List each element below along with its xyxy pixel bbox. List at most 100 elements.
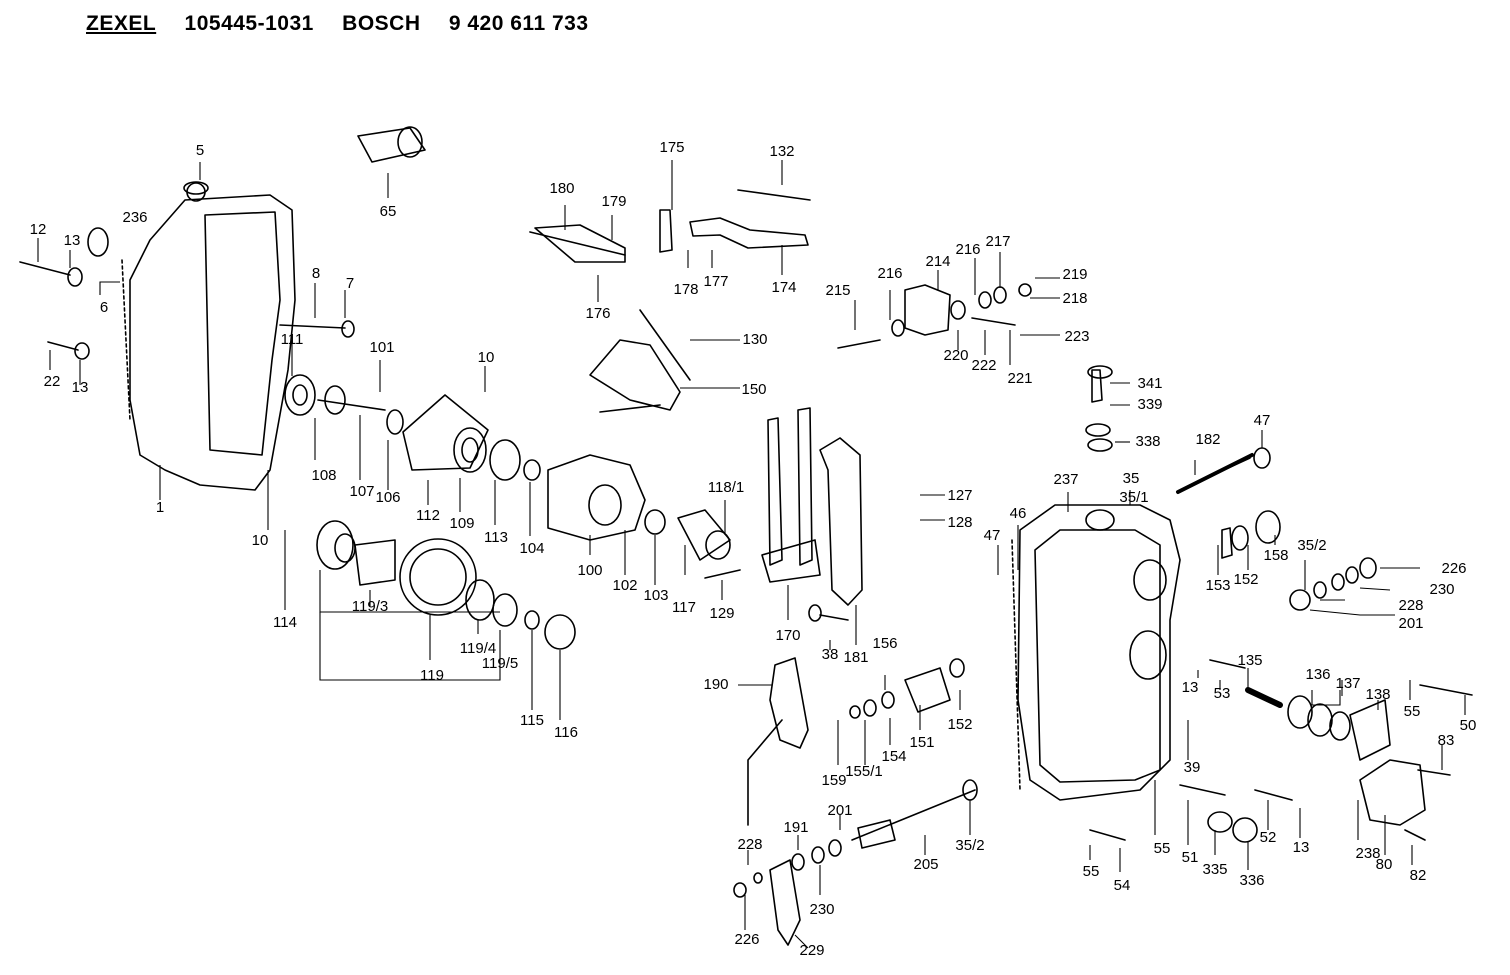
callout-label: 119/3 (352, 598, 388, 615)
callout-label: 55 (1083, 863, 1100, 880)
callout-label: 13 (72, 379, 89, 396)
callout-label: 175 (659, 139, 684, 156)
header-oem-number: 9 420 611 733 (448, 12, 589, 35)
callout-label: 5 (196, 142, 204, 159)
callout-label: 190 (703, 676, 728, 693)
callout-label: 112 (416, 507, 440, 524)
callout-label: 7 (346, 275, 354, 292)
callout-label: 228 (737, 836, 762, 853)
callout-label: 55 (1154, 840, 1171, 857)
callout-label: 119/5 (482, 655, 518, 672)
callout-label: 106 (375, 489, 400, 506)
callout-label: 216 (877, 265, 902, 282)
callout-label: 6 (100, 299, 108, 316)
callout-label: 152 (947, 716, 972, 733)
callout-label: 127 (947, 487, 972, 504)
callout-label: 338 (1135, 433, 1160, 450)
header-part-number: 105445-1031 (184, 12, 314, 35)
callout-label: 230 (1429, 581, 1454, 598)
callout-label: 47 (1254, 412, 1271, 429)
callout-label: 47 (984, 527, 1001, 544)
callout-label: 101 (369, 339, 394, 356)
callout-label: 52 (1260, 829, 1277, 846)
callout-label: 176 (585, 305, 610, 322)
callout-label: 151 (909, 734, 934, 751)
callout-label: 339 (1137, 396, 1162, 413)
callout-label: 156 (872, 635, 897, 652)
callout-label: 222 (971, 357, 996, 374)
callout-label: 10 (478, 349, 495, 366)
callout-label: 215 (825, 282, 850, 299)
callout-label: 116 (554, 724, 578, 741)
callout-label: 216 (955, 241, 980, 258)
callout-label: 111 (281, 331, 304, 348)
callout-label: 13 (1182, 679, 1199, 696)
callout-label: 35/2 (1297, 537, 1326, 554)
callout-label: 103 (643, 587, 668, 604)
callout-label: 135 (1237, 652, 1262, 669)
callout-label: 13 (1293, 839, 1310, 856)
callout-label: 182 (1195, 431, 1220, 448)
callout-label: 336 (1239, 872, 1264, 889)
callout-label: 178 (673, 281, 698, 298)
callout-label: 100 (577, 562, 602, 579)
callout-label: 191 (783, 819, 808, 836)
component-outlines (19, 126, 1473, 946)
callout-label: 38 (822, 646, 839, 663)
callout-label: 155/1 (845, 763, 883, 780)
callout-label: 107 (349, 483, 374, 500)
callout-label: 218 (1062, 290, 1087, 307)
callout-label: 158 (1263, 547, 1288, 564)
callout-label: 150 (741, 381, 766, 398)
callout-label: 13 (64, 232, 81, 249)
callout-label: 132 (769, 143, 794, 160)
callout-label: 119/4 (460, 640, 496, 657)
callout-label: 104 (519, 540, 544, 557)
callout-label: 219 (1062, 266, 1087, 283)
callout-label: 117 (672, 599, 696, 616)
callout-label: 102 (612, 577, 637, 594)
callout-label: 138 (1365, 686, 1390, 703)
callout-label: 154 (881, 748, 906, 765)
callout-label: 46 (1010, 505, 1027, 522)
sheet-header: ZEXEL 105445-1031 BOSCH 9 420 611 733 (86, 12, 611, 36)
callout-label: 179 (601, 193, 626, 210)
callout-label: 54 (1114, 877, 1131, 894)
callout-label: 50 (1460, 717, 1477, 734)
callout-label: 118/1 (708, 479, 744, 496)
callout-label: 223 (1064, 328, 1089, 345)
callout-label: 35/1 (1119, 489, 1148, 506)
callout-label: 51 (1182, 849, 1199, 866)
callout-label: 230 (809, 901, 834, 918)
callout-label: 236 (122, 209, 147, 226)
callout-label: 201 (827, 802, 852, 819)
callout-label: 65 (380, 203, 397, 220)
callout-label: 238 (1355, 845, 1380, 862)
header-brand: ZEXEL (86, 12, 157, 35)
callout-label: 115 (520, 712, 544, 729)
leader-lines (37, 160, 1466, 949)
callout-label: 217 (985, 233, 1010, 250)
callout-label: 177 (703, 273, 728, 290)
callout-label: 229 (799, 942, 824, 959)
callout-label: 35/2 (955, 837, 984, 854)
callout-label: 109 (449, 515, 474, 532)
callout-label: 153 (1205, 577, 1230, 594)
callout-label: 22 (44, 373, 61, 390)
callout-label: 174 (771, 279, 796, 296)
callout-label: 170 (775, 627, 800, 644)
callout-label: 83 (1438, 732, 1455, 749)
callout-label: 214 (925, 253, 950, 270)
callout-label: 159 (821, 772, 846, 789)
callout-label: 1 (156, 499, 164, 516)
callout-label: 341 (1137, 375, 1162, 392)
callout-label: 128 (947, 514, 972, 531)
callout-label: 130 (742, 331, 767, 348)
callout-label: 12 (30, 221, 47, 238)
callout-label: 181 (843, 649, 868, 666)
header-oem-brand: BOSCH (342, 12, 421, 35)
callout-label: 113 (484, 529, 508, 546)
callout-label: 226 (734, 931, 759, 948)
callout-label: 152 (1233, 571, 1258, 588)
